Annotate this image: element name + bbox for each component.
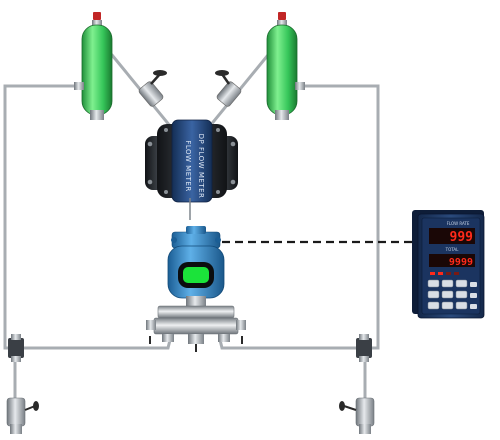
flow-meter-band-label-1: FLOW METER (184, 140, 192, 191)
indicator-key-1[interactable] (427, 279, 440, 288)
indicator-key-6[interactable] (455, 290, 468, 299)
indicator-key-4[interactable] (427, 290, 440, 299)
right-tee-valve (356, 334, 372, 362)
three-valve-manifold (146, 317, 246, 352)
indicator-key-2[interactable] (441, 279, 454, 288)
indicator-status-leds (430, 272, 459, 275)
indicator-key-8[interactable] (441, 301, 454, 310)
dp-transmitter (157, 226, 235, 319)
flow-meter-band (171, 119, 213, 203)
indicator-display-top: 999 (450, 230, 473, 245)
indicator-key-3[interactable] (455, 279, 468, 288)
right-condensate-chamber (266, 12, 305, 120)
dp-flow-meter: FLOW METER DP FLOW METER (145, 119, 238, 220)
right-chamber-vent-cap (278, 12, 286, 20)
left-tee-valve (8, 334, 24, 362)
indicator-keypad (427, 279, 477, 310)
right-bottom-pipe (218, 338, 367, 350)
indicator-display-bottom: 9999 (449, 257, 473, 268)
indicator-display-top-window (429, 228, 475, 244)
indicator-side-key-2[interactable] (470, 293, 477, 298)
indicator-header-bottom: TOTAL (445, 247, 459, 252)
left-drain-valve (6, 397, 39, 434)
indicator-side-key-3[interactable] (470, 304, 477, 309)
transmitter-flange (157, 305, 235, 319)
transmitter-lcd-display (183, 267, 209, 283)
left-condensate-chamber (74, 12, 113, 120)
left-riser-pipe (3, 84, 84, 350)
right-valve-handwheel (215, 70, 229, 76)
indicator-display-bottom-window (429, 254, 475, 267)
indicator-key-7[interactable] (427, 301, 440, 310)
left-isolation-valve (138, 70, 167, 107)
left-bottom-pipe (13, 338, 172, 350)
indicator-key-5[interactable] (441, 290, 454, 299)
indicator-header-top: FLOW RATE (447, 221, 470, 226)
left-valve-handwheel (153, 70, 167, 76)
right-isolation-valve (215, 70, 242, 107)
flow-meter-band-label-2: DP FLOW METER (197, 134, 205, 199)
flow-indicator-panel: FLOW RATE 999 TOTAL 9999 (412, 210, 485, 319)
left-chamber-vent-cap (93, 12, 101, 20)
indicator-key-9[interactable] (455, 301, 468, 310)
indicator-side-key-1[interactable] (470, 282, 477, 287)
right-riser-pipe (296, 84, 380, 350)
right-drain-valve (339, 397, 375, 434)
